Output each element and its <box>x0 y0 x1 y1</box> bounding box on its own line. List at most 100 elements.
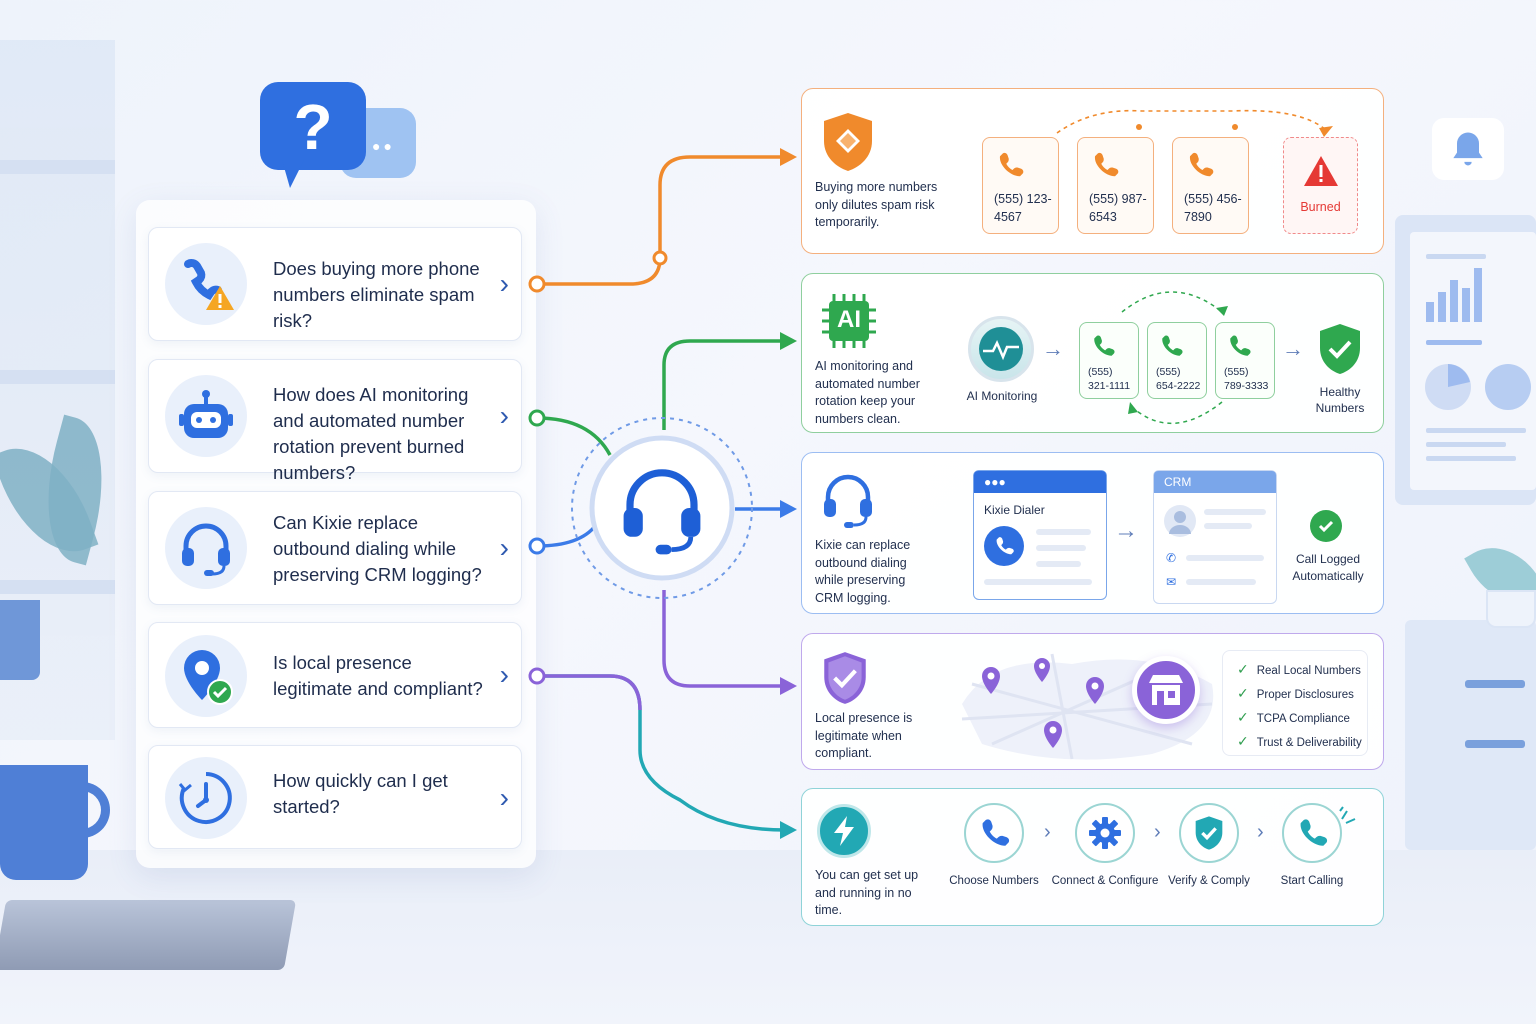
card-spam-risk: Buying more numbers only dilutes spam ri… <box>801 88 1384 254</box>
chevron-right-icon[interactable]: › <box>499 268 509 299</box>
chevron-right-icon: › <box>1044 821 1051 843</box>
checklist-item: ✓TCPA Compliance <box>1237 709 1350 725</box>
dialer-title: Kixie Dialer <box>984 503 1045 517</box>
chat-dots-icon: ●● <box>372 138 395 154</box>
phone-icon <box>1094 335 1115 356</box>
phone-icon <box>1162 335 1183 356</box>
shield-diamond-icon <box>820 111 876 178</box>
step-start-calling-icon <box>1282 803 1342 863</box>
robot-icon <box>165 375 247 457</box>
shield-check-icon <box>820 650 870 711</box>
phone-icon <box>1094 152 1119 177</box>
clock-icon <box>165 757 247 839</box>
ai-badge-label: AI <box>837 306 861 333</box>
card-description: Buying more numbers only dilutes spam ri… <box>815 180 938 229</box>
crm-title: CRM <box>1154 471 1276 493</box>
burned-label: Burned <box>1300 200 1341 214</box>
headset-icon <box>165 507 247 589</box>
chevron-right-icon[interactable]: › <box>499 400 509 431</box>
mug-handle <box>80 782 110 838</box>
ai-monitor-icon <box>968 316 1034 382</box>
faq-question: How quickly can I get started? <box>273 770 448 817</box>
checkmark-icon: ✓ <box>1237 709 1249 725</box>
location-check-icon <box>165 635 247 717</box>
faq-item-kixie-crm[interactable]: Can Kixie replace outbound dialing while… <box>148 491 522 605</box>
phone-number: (555) 321-1111 <box>1088 366 1131 392</box>
phone-warning-icon <box>165 243 247 325</box>
checkmark-icon: ✓ <box>1237 661 1249 677</box>
phone-number-box: (555) 987-6543 <box>1077 137 1154 234</box>
card-description: You can get set up and running in no tim… <box>815 868 919 917</box>
arrow-right-icon: → <box>1042 336 1064 361</box>
step-label: Start Calling <box>1280 875 1344 887</box>
phone-number: (555) 654-2222 <box>1156 366 1201 392</box>
step-label: Verify & Comply <box>1168 875 1250 887</box>
faq-question: Is local presence legitimate and complia… <box>273 652 483 699</box>
chevron-right-icon[interactable]: › <box>499 659 509 690</box>
step-label: Connect & Configure <box>1051 875 1159 887</box>
background-drawer <box>1405 620 1536 850</box>
faq-item-ai-monitoring[interactable]: How does AI monitoring and automated num… <box>148 359 522 483</box>
chevron-right-icon: › <box>1257 821 1264 843</box>
kixie-dialer-window: ●●● Kixie Dialer <box>973 470 1107 600</box>
rotation-dashed-arrows <box>1056 109 1333 137</box>
card-kixie-dialer: Kixie can replace outbound dialing while… <box>801 452 1384 614</box>
arrow-right-icon: → <box>1114 517 1138 544</box>
phone-number-box: (555) 456-7890 <box>1172 137 1249 234</box>
email-icon: ✉ <box>1166 575 1177 589</box>
faq-question: Can Kixie replace outbound dialing while… <box>273 512 482 585</box>
arrow-right-icon: → <box>1282 336 1304 361</box>
crm-window: CRM ✆ ✉ <box>1153 470 1277 604</box>
checkmark-icon: ✓ <box>1237 733 1249 749</box>
question-bubble-icon: ? <box>260 82 366 170</box>
shield-check-icon <box>1316 322 1364 381</box>
phone-icon <box>1230 335 1251 356</box>
storefront-icon <box>1132 656 1200 724</box>
chevron-right-icon: › <box>1154 821 1161 843</box>
step-shield-check-icon <box>1179 803 1239 863</box>
phone-number-box: (555) 654-2222 <box>1147 322 1207 399</box>
ring-lines-icon <box>1339 806 1356 824</box>
healthy-numbers-label: Healthy Numbers <box>1315 385 1365 415</box>
phone-number: (555) 789-3333 <box>1224 366 1269 392</box>
mug <box>0 765 88 880</box>
phone-number: (555) 123-4567 <box>994 192 1052 224</box>
check-circle-icon <box>1310 510 1342 542</box>
step-gear-icon <box>1075 803 1135 863</box>
card-description: Kixie can replace outbound dialing while… <box>815 538 911 605</box>
faq-item-get-started[interactable]: How quickly can I get started? › <box>148 745 522 849</box>
faq-item-local-presence[interactable]: Is local presence legitimate and complia… <box>148 622 522 728</box>
chevron-right-icon[interactable]: › <box>499 532 509 563</box>
phone-number-box: (555) 321-1111 <box>1079 322 1139 399</box>
checklist-item: ✓Proper Disclosures <box>1237 685 1354 701</box>
checkmark-icon: ✓ <box>1237 685 1249 701</box>
card-description: AI monitoring and automated number rotat… <box>815 359 920 426</box>
burned-number-box: Burned <box>1283 137 1358 234</box>
headset-icon <box>818 469 878 534</box>
chevron-right-icon[interactable]: › <box>499 782 509 813</box>
phone-number: (555) 456-7890 <box>1184 192 1242 224</box>
call-button-icon <box>984 526 1024 566</box>
compliance-checklist: ✓Real Local Numbers ✓Proper Disclosures … <box>1222 650 1368 756</box>
checklist-item: ✓Trust & Deliverability <box>1237 733 1362 749</box>
bell-icon <box>1453 132 1483 166</box>
phone-number-box: (555) 789-3333 <box>1215 322 1275 399</box>
contact-avatar-icon <box>1164 505 1196 537</box>
window-titlebar: ●●● <box>974 471 1106 493</box>
card-get-started: You can get set up and running in no tim… <box>801 788 1384 926</box>
dashboard-graphic-icon <box>1425 254 1531 461</box>
phone-small-icon: ✆ <box>1166 551 1177 565</box>
phone-number-box: (555) 123-4567 <box>982 137 1059 234</box>
rotation-cycle-arrows <box>1121 291 1228 425</box>
monitor-screen <box>1410 232 1536 490</box>
card-description: Local presence is legitimate when compli… <box>815 711 913 760</box>
plant-pot <box>1486 590 1536 628</box>
central-headset-icon <box>612 458 712 558</box>
phone-icon <box>999 152 1024 177</box>
lightning-icon <box>817 804 871 858</box>
faq-item-spam-risk[interactable]: Does buying more phone numbers eliminate… <box>148 227 522 341</box>
step-label: Choose Numbers <box>949 875 1039 887</box>
plant-pot <box>0 600 40 680</box>
faq-question: How does AI monitoring and automated num… <box>273 384 469 483</box>
